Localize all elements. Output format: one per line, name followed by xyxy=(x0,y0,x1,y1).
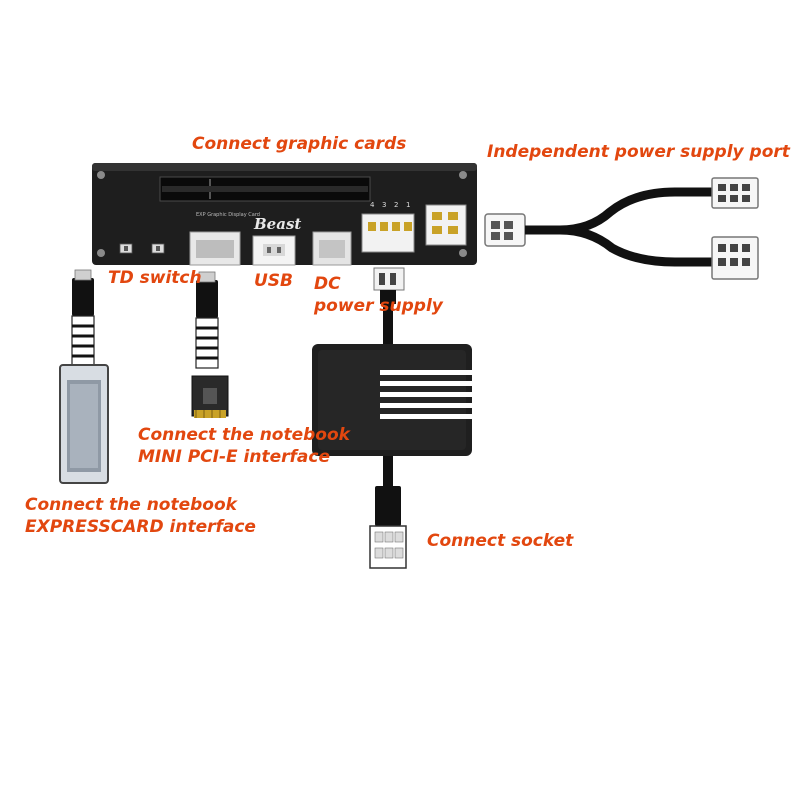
label-expresscard: Connect the notebook EXPRESSCARD interfa… xyxy=(25,494,256,538)
screw-icon xyxy=(459,249,467,257)
label-td-switch: TD switch xyxy=(108,267,202,289)
label-text: Connect the notebook xyxy=(138,425,350,445)
six-pin-connector-top[interactable] xyxy=(711,177,759,209)
pin-label: 3 xyxy=(382,201,386,209)
label-text: USB xyxy=(254,271,294,291)
label-text: MINI PCI-E interface xyxy=(138,447,331,467)
four-pin-connector[interactable] xyxy=(361,213,415,253)
label-text: EXPRESSCARD interface xyxy=(25,517,256,537)
label-text: Connect graphic cards xyxy=(192,134,407,154)
screw-icon xyxy=(97,249,105,257)
label-text: Independent power supply port xyxy=(487,142,790,162)
board-brand-text: Beast xyxy=(253,215,301,233)
pin-label: 1 xyxy=(406,201,410,209)
pin-label: 2 xyxy=(394,201,398,209)
cable-plug[interactable] xyxy=(484,213,526,247)
label-text: power supply xyxy=(314,296,443,316)
label-usb: USB xyxy=(254,270,293,292)
board-small-text: EXP Graphic Display Card xyxy=(196,212,260,218)
y-power-cable xyxy=(484,177,759,280)
label-dc-power-supply: DC power supply xyxy=(314,273,443,317)
expresscard-cable xyxy=(59,269,109,484)
riser-board: EXP Graphic Display Card Beast 4 3 2 1 xyxy=(92,163,477,266)
mini-pcie-cable xyxy=(191,271,229,418)
hdmi-plug-middle[interactable] xyxy=(196,280,218,318)
hdmi-plug-left[interactable] xyxy=(72,278,94,316)
label-independent-power-supply-port: Independent power supply port xyxy=(487,141,790,163)
label-mini-pcie: Connect the notebook MINI PCI-E interfac… xyxy=(138,424,350,468)
label-connect-graphic-cards: Connect graphic cards xyxy=(192,133,406,155)
label-text: Connect socket xyxy=(427,531,574,551)
power-port[interactable] xyxy=(425,204,467,246)
pin-label: 4 xyxy=(370,201,375,209)
label-text: DC xyxy=(314,274,341,294)
label-text: TD switch xyxy=(108,268,202,288)
dc-power-supply xyxy=(312,267,472,569)
screw-icon xyxy=(97,171,105,179)
label-connect-socket: Connect socket xyxy=(427,530,573,552)
screw-icon xyxy=(459,171,467,179)
label-text: Connect the notebook xyxy=(25,495,237,515)
